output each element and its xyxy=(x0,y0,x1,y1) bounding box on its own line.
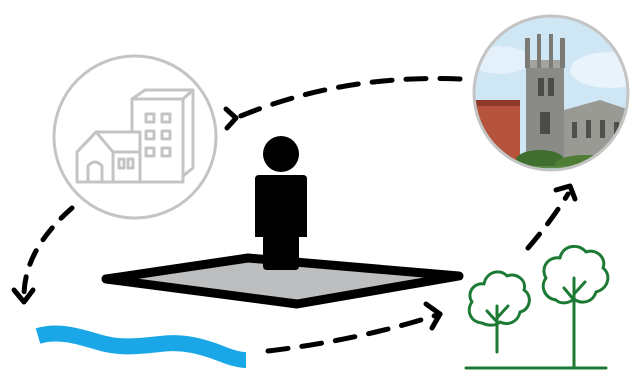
buildings-node xyxy=(54,56,216,218)
person-icon xyxy=(255,136,307,270)
arrow-church-to-buildings xyxy=(236,78,460,118)
arrow-river-to-trees xyxy=(268,314,440,351)
arrowhead-buildings xyxy=(226,109,236,128)
arrow-buildings-to-river xyxy=(24,208,72,296)
church-photo-node xyxy=(470,12,639,180)
trees-icon xyxy=(466,246,608,368)
river-icon xyxy=(38,334,246,360)
arrow-trees-to-church xyxy=(528,194,568,248)
